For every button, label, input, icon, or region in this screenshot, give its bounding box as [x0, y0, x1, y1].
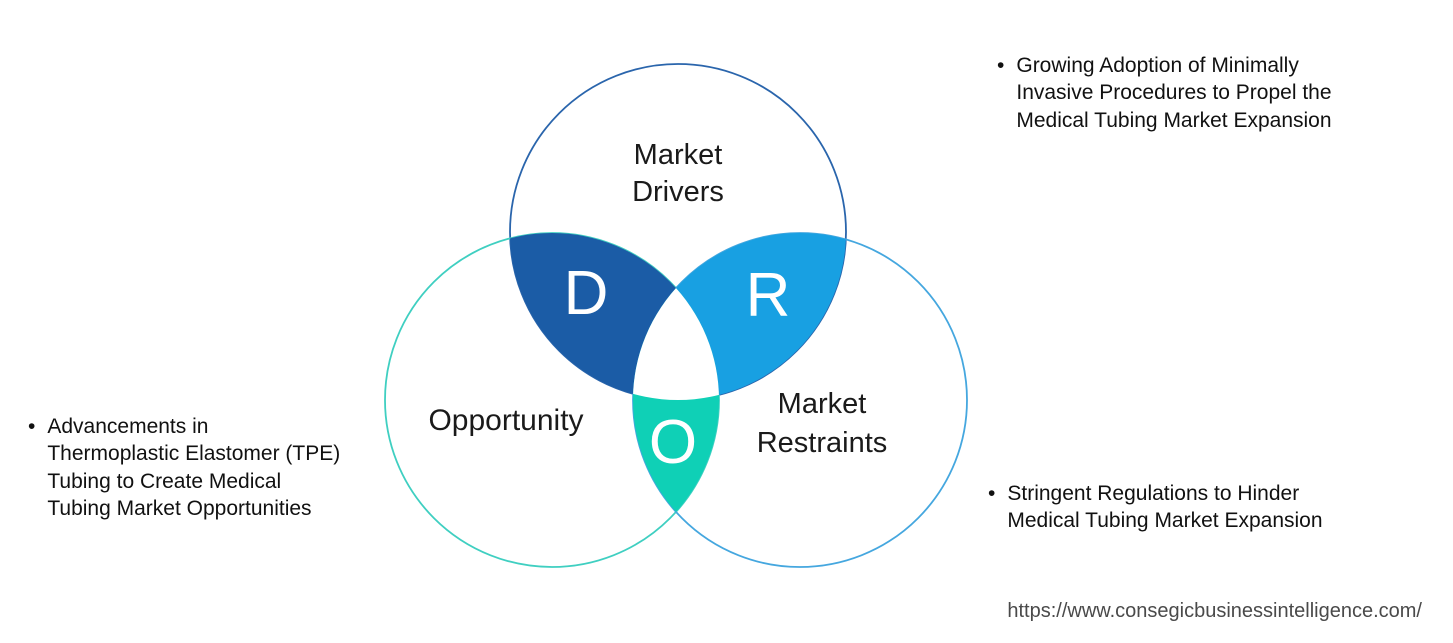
- bullet-icon: •: [28, 415, 36, 438]
- drivers-label-line2: Drivers: [632, 176, 724, 208]
- restraints-region-letter: R: [745, 261, 791, 330]
- opportunity-annotation: • Advancements in Thermoplastic Elastome…: [28, 413, 340, 523]
- annotation-line: Thermoplastic Elastomer (TPE): [47, 442, 341, 466]
- annotation-line: Medical Tubing Market Expansion: [1016, 108, 1332, 132]
- drivers-region-letter: D: [563, 259, 609, 328]
- annotation-line: Tubing Market Opportunities: [47, 497, 312, 521]
- drivers-label: Market Drivers: [632, 137, 724, 211]
- opportunity-label-text: Opportunity: [428, 404, 584, 437]
- drivers-annotation-text: Growing Adoption of Minimally Invasive P…: [1016, 52, 1331, 134]
- source-url: https://www.consegicbusinessintelligence…: [1007, 600, 1422, 622]
- region-drivers-restraints: [633, 233, 846, 400]
- annotation-line: Growing Adoption of Minimally: [1016, 54, 1299, 77]
- restraints-annotation-text: Stringent Regulations to Hinder Medical …: [1007, 480, 1322, 535]
- annotation-line: Medical Tubing Market Expansion: [1007, 509, 1323, 533]
- bullet-icon: •: [997, 54, 1005, 77]
- drivers-annotation: • Growing Adoption of Minimally Invasive…: [997, 52, 1332, 134]
- annotation-line: Advancements in: [47, 415, 209, 438]
- restraints-label-line1: Market: [777, 388, 867, 420]
- annotation-line: Stringent Regulations to Hinder: [1007, 482, 1300, 505]
- opportunity-region-letter: O: [648, 408, 698, 477]
- annotation-line: Invasive Procedures to Propel the: [1016, 81, 1332, 105]
- drivers-label-line1: Market: [633, 139, 723, 171]
- restraints-annotation: • Stringent Regulations to Hinder Medica…: [988, 480, 1323, 535]
- opportunity-label: Opportunity: [428, 404, 583, 438]
- bullet-icon: •: [988, 482, 996, 505]
- restraints-label-line2: Restraints: [756, 427, 888, 459]
- opportunity-annotation-text: Advancements in Thermoplastic Elastomer …: [47, 413, 340, 523]
- annotation-line: Tubing to Create Medical: [47, 469, 282, 493]
- region-drivers-opportunity: [510, 233, 719, 400]
- restraints-label: Market Restraints: [757, 385, 888, 463]
